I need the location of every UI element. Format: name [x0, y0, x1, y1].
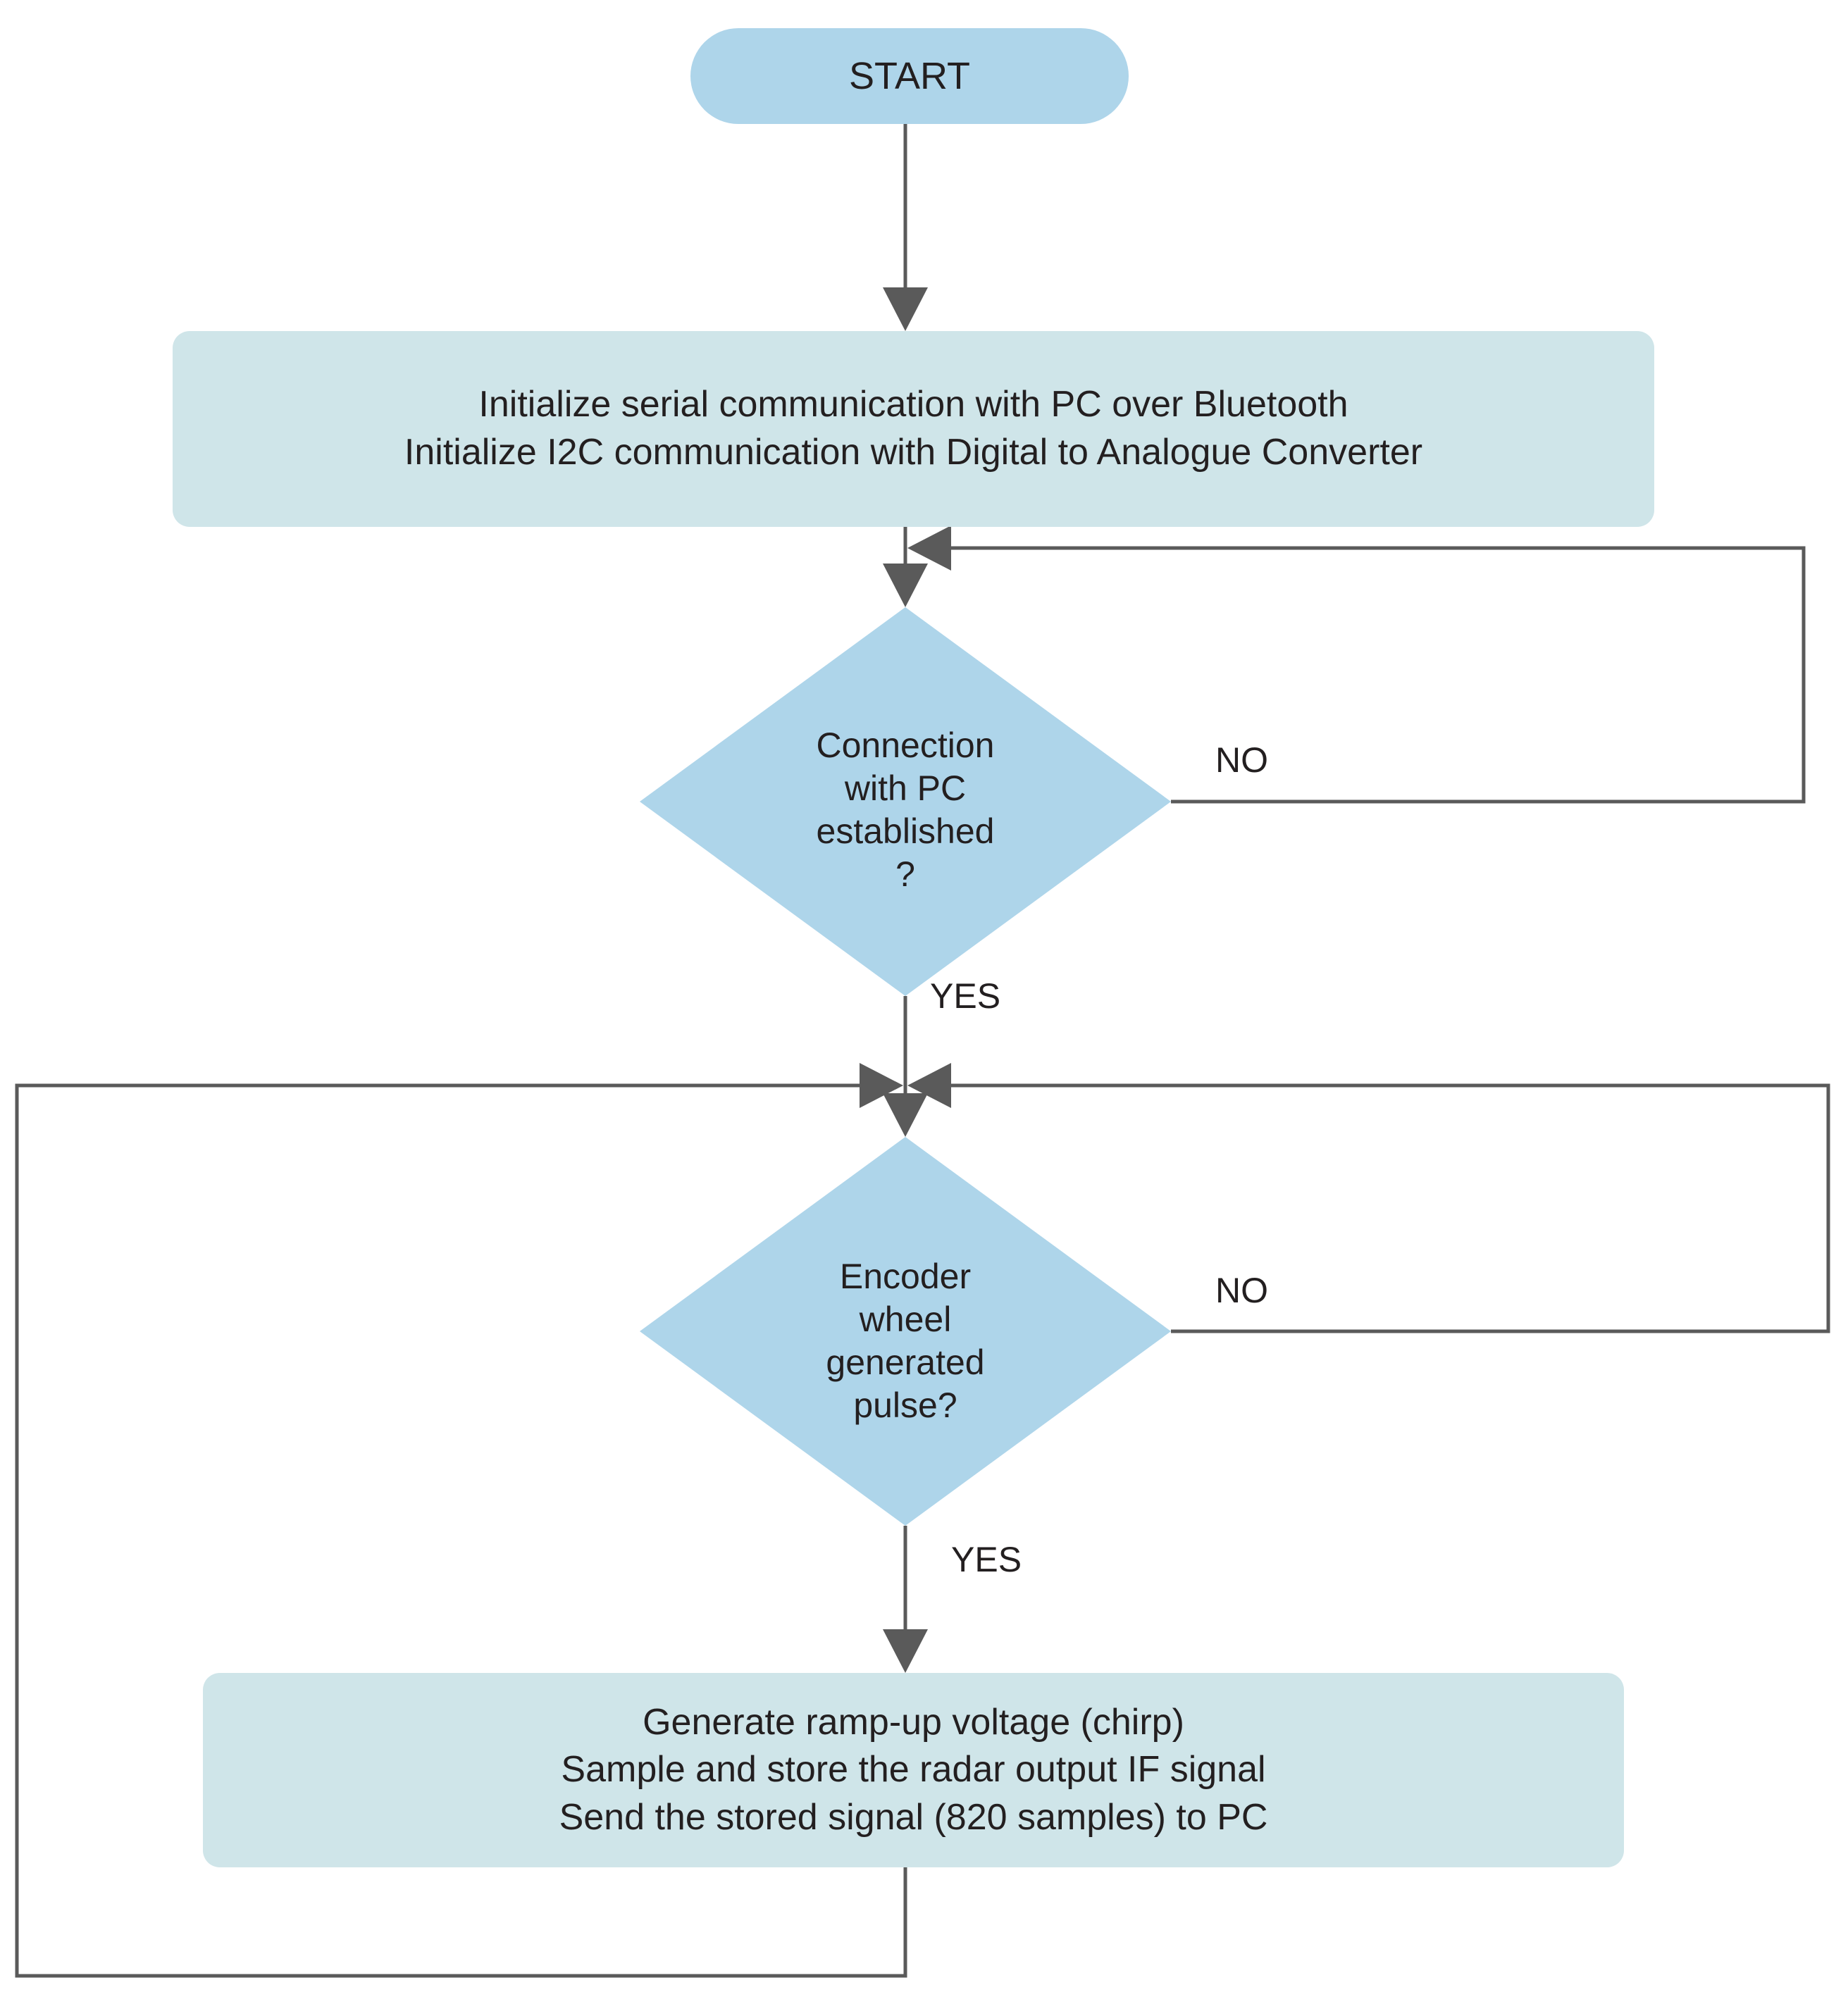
node-generate-sample-send[interactable]: Generate ramp-up voltage (chirp) Sample …: [203, 1673, 1624, 1867]
arrowhead-generate-loopback: [860, 1063, 903, 1108]
node-start[interactable]: START: [690, 28, 1129, 124]
node-generate-label: Generate ramp-up voltage (chirp) Sample …: [559, 1701, 1268, 1838]
node-decision-connection-with-pc[interactable]: Connection with PC established ?: [640, 607, 1171, 996]
node-start-label: START: [848, 54, 971, 97]
arrowhead-decision1-no-loop: [907, 525, 951, 571]
edge-label-connection-yes: YES: [930, 976, 1001, 1016]
node-decision-encoder-label: Encoder wheel generated pulse?: [826, 1257, 985, 1425]
node-decision-encoder-pulse[interactable]: Encoder wheel generated pulse?: [640, 1137, 1171, 1526]
arrowhead-decision2-yes: [883, 1629, 928, 1673]
node-decision-connection-label: Connection with PC established ?: [816, 726, 995, 894]
node-initialize-label: Initialize serial communication with PC …: [404, 384, 1423, 473]
arrowhead-decision2-no-loop: [907, 1063, 951, 1108]
edge-decision2-no-loop: [937, 1083, 1830, 1333]
arrowhead-init-to-decision1: [883, 564, 928, 607]
edge-label-encoder-yes: YES: [951, 1540, 1022, 1579]
edge-decision1-no-loop: [937, 546, 1806, 804]
arrowhead-decision1-yes: [883, 1093, 928, 1137]
node-initialize[interactable]: Initialize serial communication with PC …: [173, 331, 1654, 527]
arrowhead-start-to-init: [883, 287, 928, 331]
edge-generate-loopback: [15, 1083, 907, 1978]
edge-label-connection-no: NO: [1215, 740, 1268, 780]
edge-label-encoder-no: NO: [1215, 1271, 1268, 1310]
